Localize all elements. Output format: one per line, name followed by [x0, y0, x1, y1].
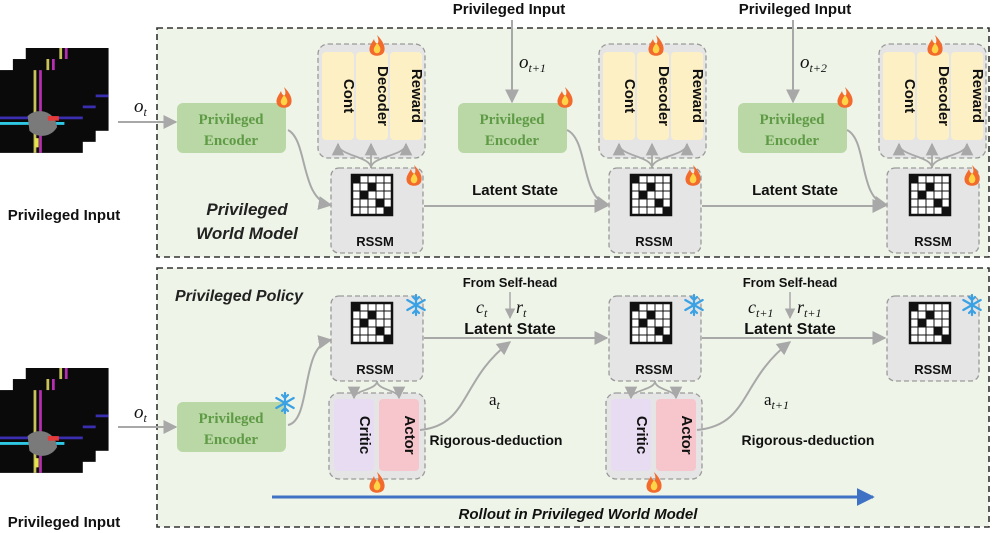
policy-title: Privileged Policy — [175, 288, 304, 305]
head-group-3: Cont Decoder Reward — [878, 43, 987, 159]
obs-label-bottom: ot — [134, 402, 148, 425]
rigorous-deduction-label-1: Rigorous-deduction — [430, 432, 563, 448]
bev-map-icon — [0, 48, 109, 153]
svg-text:Encoder: Encoder — [204, 432, 259, 448]
from-self-head-label-1: From Self-head — [463, 275, 558, 290]
from-self-head-label-2: From Self-head — [743, 275, 838, 290]
critic-label: Critic — [356, 416, 373, 454]
bev-map-icon — [0, 368, 109, 473]
critic-actor-group-2: Critic Actor — [605, 392, 703, 480]
self-head-arrows — [504, 292, 796, 320]
svg-text:Encoder: Encoder — [204, 133, 259, 149]
latent-state-label-bottom-1: Latent State — [464, 321, 556, 338]
head-cont-label: Cont — [340, 79, 357, 113]
rssm-grid-icon — [350, 173, 394, 217]
head-fan-arrows — [331, 142, 974, 169]
privileged-input-label-t1: Privileged Input — [453, 1, 566, 18]
head-reward-label: Reward — [689, 69, 706, 123]
a-t1-label: at+1 — [764, 390, 789, 412]
svg-text:RSSM: RSSM — [914, 234, 952, 249]
world-model-title-line1: Privileged — [206, 200, 288, 219]
rssm-to-critic-actor-arrows — [347, 380, 683, 400]
svg-text:Privileged: Privileged — [760, 112, 826, 128]
privileged-input-label-left-bottom: Privileged Input — [8, 514, 121, 531]
rssm-grid-icon — [908, 173, 952, 217]
c-t-label: ct — [476, 297, 488, 320]
encoder-block-top-3: Privileged Encoder — [738, 103, 847, 153]
rssm-block-top-1: RSSM — [330, 167, 424, 254]
svg-text:Privileged: Privileged — [480, 112, 546, 128]
critic-label: Critic — [633, 416, 650, 454]
head-reward-label: Reward — [408, 69, 425, 123]
rssm-block-bottom-3: RSSM — [886, 295, 980, 382]
critic-actor-group-1: Critic Actor — [328, 392, 426, 480]
world-model-panel — [156, 27, 990, 258]
svg-text:Encoder: Encoder — [485, 133, 540, 149]
head-group-2: Cont Decoder Reward — [598, 43, 707, 159]
head-cont-label: Cont — [621, 79, 638, 113]
head-reward-label: Reward — [969, 69, 986, 123]
head-decoder-label: Decoder — [374, 66, 391, 126]
rssm-grid-icon — [629, 173, 673, 217]
rssm-block-top-3: RSSM — [886, 167, 980, 254]
rigorous-deduction-label-2: Rigorous-deduction — [742, 432, 875, 448]
encoder-to-rssm-bottom-arrow — [287, 335, 333, 426]
obs-label-t1: ot+1 — [519, 52, 546, 75]
svg-text:Privileged: Privileged — [199, 112, 265, 128]
obs-label-t2: ot+2 — [800, 52, 827, 75]
latent-state-label-bottom-2: Latent State — [744, 321, 836, 338]
r-t-label: rt — [516, 297, 527, 320]
rssm-block-top-2: RSSM — [608, 167, 702, 254]
world-model-title-line2: World Model — [196, 224, 299, 243]
rssm-block-bottom-2: RSSM — [608, 295, 702, 382]
rssm-grid-icon — [350, 301, 394, 345]
svg-text:Privileged: Privileged — [199, 411, 265, 427]
encoder-block-top-1: Privileged Encoder — [177, 103, 286, 153]
rssm-grid-icon — [908, 301, 952, 345]
actor-label: Actor — [678, 415, 695, 454]
rollout-label: Rollout in Privileged World Model — [459, 506, 699, 523]
latent-state-label-top-1: Latent State — [472, 182, 558, 199]
policy-panel — [156, 267, 990, 528]
actor-label: Actor — [401, 415, 418, 454]
head-decoder-label: Decoder — [935, 66, 952, 126]
head-decoder-label: Decoder — [655, 66, 672, 126]
head-cont-label: Cont — [901, 79, 918, 113]
a-t-label: at — [489, 390, 501, 412]
encoder-block-bottom: Privileged Encoder — [177, 402, 286, 452]
obs-label-t: ot — [134, 96, 148, 119]
action-arrows — [419, 341, 792, 431]
svg-text:RSSM: RSSM — [635, 234, 673, 249]
encoder-block-top-2: Privileged Encoder — [458, 103, 567, 153]
svg-text:RSSM: RSSM — [635, 362, 673, 377]
svg-text:RSSM: RSSM — [914, 362, 952, 377]
head-group-1: Cont Decoder Reward — [317, 43, 426, 159]
svg-text:RSSM: RSSM — [356, 234, 394, 249]
svg-text:RSSM: RSSM — [356, 362, 394, 377]
latent-state-label-top-2: Latent State — [752, 182, 838, 199]
privileged-input-label-t2: Privileged Input — [739, 1, 852, 18]
privileged-input-label-left-top: Privileged Input — [8, 207, 121, 224]
c-t1-label: ct+1 — [748, 297, 773, 320]
svg-text:Encoder: Encoder — [765, 133, 820, 149]
r-t1-label: rt+1 — [797, 297, 821, 320]
rssm-grid-icon — [629, 301, 673, 345]
rssm-block-bottom-1: RSSM — [330, 295, 424, 382]
